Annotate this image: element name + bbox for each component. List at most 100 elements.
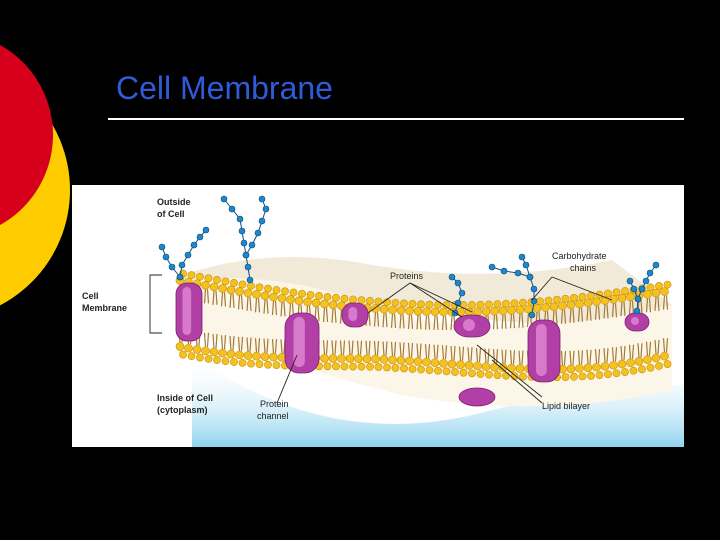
lipid-head bbox=[464, 361, 474, 370]
lipid-tail bbox=[254, 338, 258, 353]
lipid-tail bbox=[263, 299, 266, 314]
carbohydrate-bead bbox=[178, 261, 186, 269]
lipid-tail bbox=[512, 350, 516, 365]
lipid-tail bbox=[484, 348, 487, 363]
lipid-tail bbox=[501, 314, 504, 329]
lipid-head bbox=[187, 352, 196, 361]
lipid-head bbox=[226, 349, 236, 359]
lipid-head bbox=[490, 306, 499, 316]
carbohydrate-bead bbox=[646, 269, 654, 277]
lipid-head bbox=[604, 289, 612, 298]
lipid-tail bbox=[237, 295, 241, 310]
label-protein-channel-line1: Protein bbox=[260, 399, 289, 409]
lipid-head bbox=[357, 296, 366, 305]
carbohydrate-bead bbox=[190, 241, 198, 249]
lipid-head bbox=[532, 303, 542, 313]
lipid-tail bbox=[631, 300, 635, 315]
lipid-head bbox=[587, 371, 595, 380]
lipid-head bbox=[272, 361, 281, 369]
lipid-head bbox=[617, 293, 627, 303]
lipid-tail bbox=[206, 289, 210, 304]
lipid-tail bbox=[589, 349, 592, 364]
lipid-tail bbox=[348, 340, 351, 355]
lipid-head bbox=[213, 275, 221, 284]
lipid-tail bbox=[390, 341, 394, 356]
protein-highlight bbox=[293, 317, 305, 367]
lipid-tail bbox=[399, 342, 402, 357]
lipid-head bbox=[600, 361, 610, 371]
lipid-head bbox=[451, 368, 459, 376]
lipid-tail bbox=[407, 342, 411, 358]
lipid-head bbox=[485, 370, 493, 379]
lipid-head bbox=[621, 287, 629, 295]
lipid-tail bbox=[628, 300, 632, 315]
lipid-head bbox=[481, 307, 491, 316]
lipid-head bbox=[570, 293, 578, 302]
lipid-head bbox=[468, 369, 476, 378]
lipid-tail bbox=[648, 298, 652, 313]
lipid-head bbox=[583, 363, 593, 373]
carbohydrate-bead bbox=[448, 273, 456, 281]
lipid-head bbox=[456, 360, 465, 369]
lipid-head bbox=[320, 299, 329, 309]
lipid-head bbox=[575, 364, 584, 373]
lipid-tail bbox=[351, 340, 354, 355]
lipid-head bbox=[379, 355, 389, 364]
lipid-head bbox=[536, 297, 544, 306]
lipid-head bbox=[439, 307, 448, 317]
lipid-tail bbox=[453, 345, 456, 361]
lipid-tail bbox=[427, 315, 431, 330]
lipid-tail bbox=[288, 303, 292, 318]
lipid-tail bbox=[580, 350, 584, 365]
lipid-head bbox=[379, 304, 389, 314]
lipid-head bbox=[660, 287, 669, 296]
lipid-tail bbox=[382, 341, 385, 356]
membrane-diagram: Outside of Cell Cell Membrane Inside of … bbox=[82, 195, 684, 447]
lipid-head bbox=[247, 359, 255, 368]
lipid-head bbox=[255, 283, 264, 292]
lipid-tail bbox=[662, 295, 666, 310]
lipid-head bbox=[498, 363, 508, 373]
lipid-head bbox=[515, 305, 525, 314]
lipid-tail bbox=[572, 308, 575, 323]
lipid-head bbox=[663, 360, 672, 369]
lipid-tail bbox=[232, 293, 235, 308]
lipid-head bbox=[417, 365, 425, 374]
lipid-head bbox=[646, 363, 655, 372]
lipid-head bbox=[430, 358, 440, 368]
lipid-head bbox=[383, 363, 391, 372]
lipid-tail bbox=[393, 341, 397, 356]
lipid-head bbox=[447, 359, 457, 369]
lipid-head bbox=[651, 288, 661, 298]
lipid-tail bbox=[467, 347, 470, 362]
lipid-head bbox=[485, 300, 493, 309]
lipid-head bbox=[323, 293, 332, 301]
lipid-tail bbox=[512, 314, 516, 329]
lipid-tail bbox=[359, 340, 363, 355]
label-inside-line2: (cytoplasm) bbox=[157, 405, 208, 415]
lipid-tail bbox=[229, 336, 232, 351]
lipid-tail bbox=[419, 315, 422, 330]
lipid-head bbox=[252, 290, 261, 299]
carbohydrate-bead bbox=[488, 263, 496, 271]
lipid-head bbox=[281, 287, 289, 296]
lipid-head bbox=[612, 369, 621, 378]
lipid-head bbox=[328, 300, 338, 310]
lipid-tail bbox=[399, 314, 402, 329]
lipid-tail bbox=[206, 332, 210, 347]
lipid-head bbox=[502, 371, 510, 380]
lipid-head bbox=[493, 371, 502, 380]
lipid-tail bbox=[589, 306, 592, 321]
lipid-tail bbox=[444, 345, 448, 360]
lipid-head bbox=[578, 372, 587, 381]
carbohydrate-bead bbox=[254, 229, 262, 237]
lipid-head bbox=[286, 295, 295, 304]
lipid-head bbox=[366, 296, 374, 305]
lipid-head bbox=[269, 292, 278, 302]
lipid-tail bbox=[322, 307, 326, 322]
carbohydrate-bead bbox=[528, 311, 536, 319]
label-outside-line1: Outside bbox=[157, 197, 191, 207]
lipid-head bbox=[439, 359, 448, 368]
lipid-tail bbox=[266, 299, 269, 314]
lipid-head bbox=[226, 285, 236, 295]
